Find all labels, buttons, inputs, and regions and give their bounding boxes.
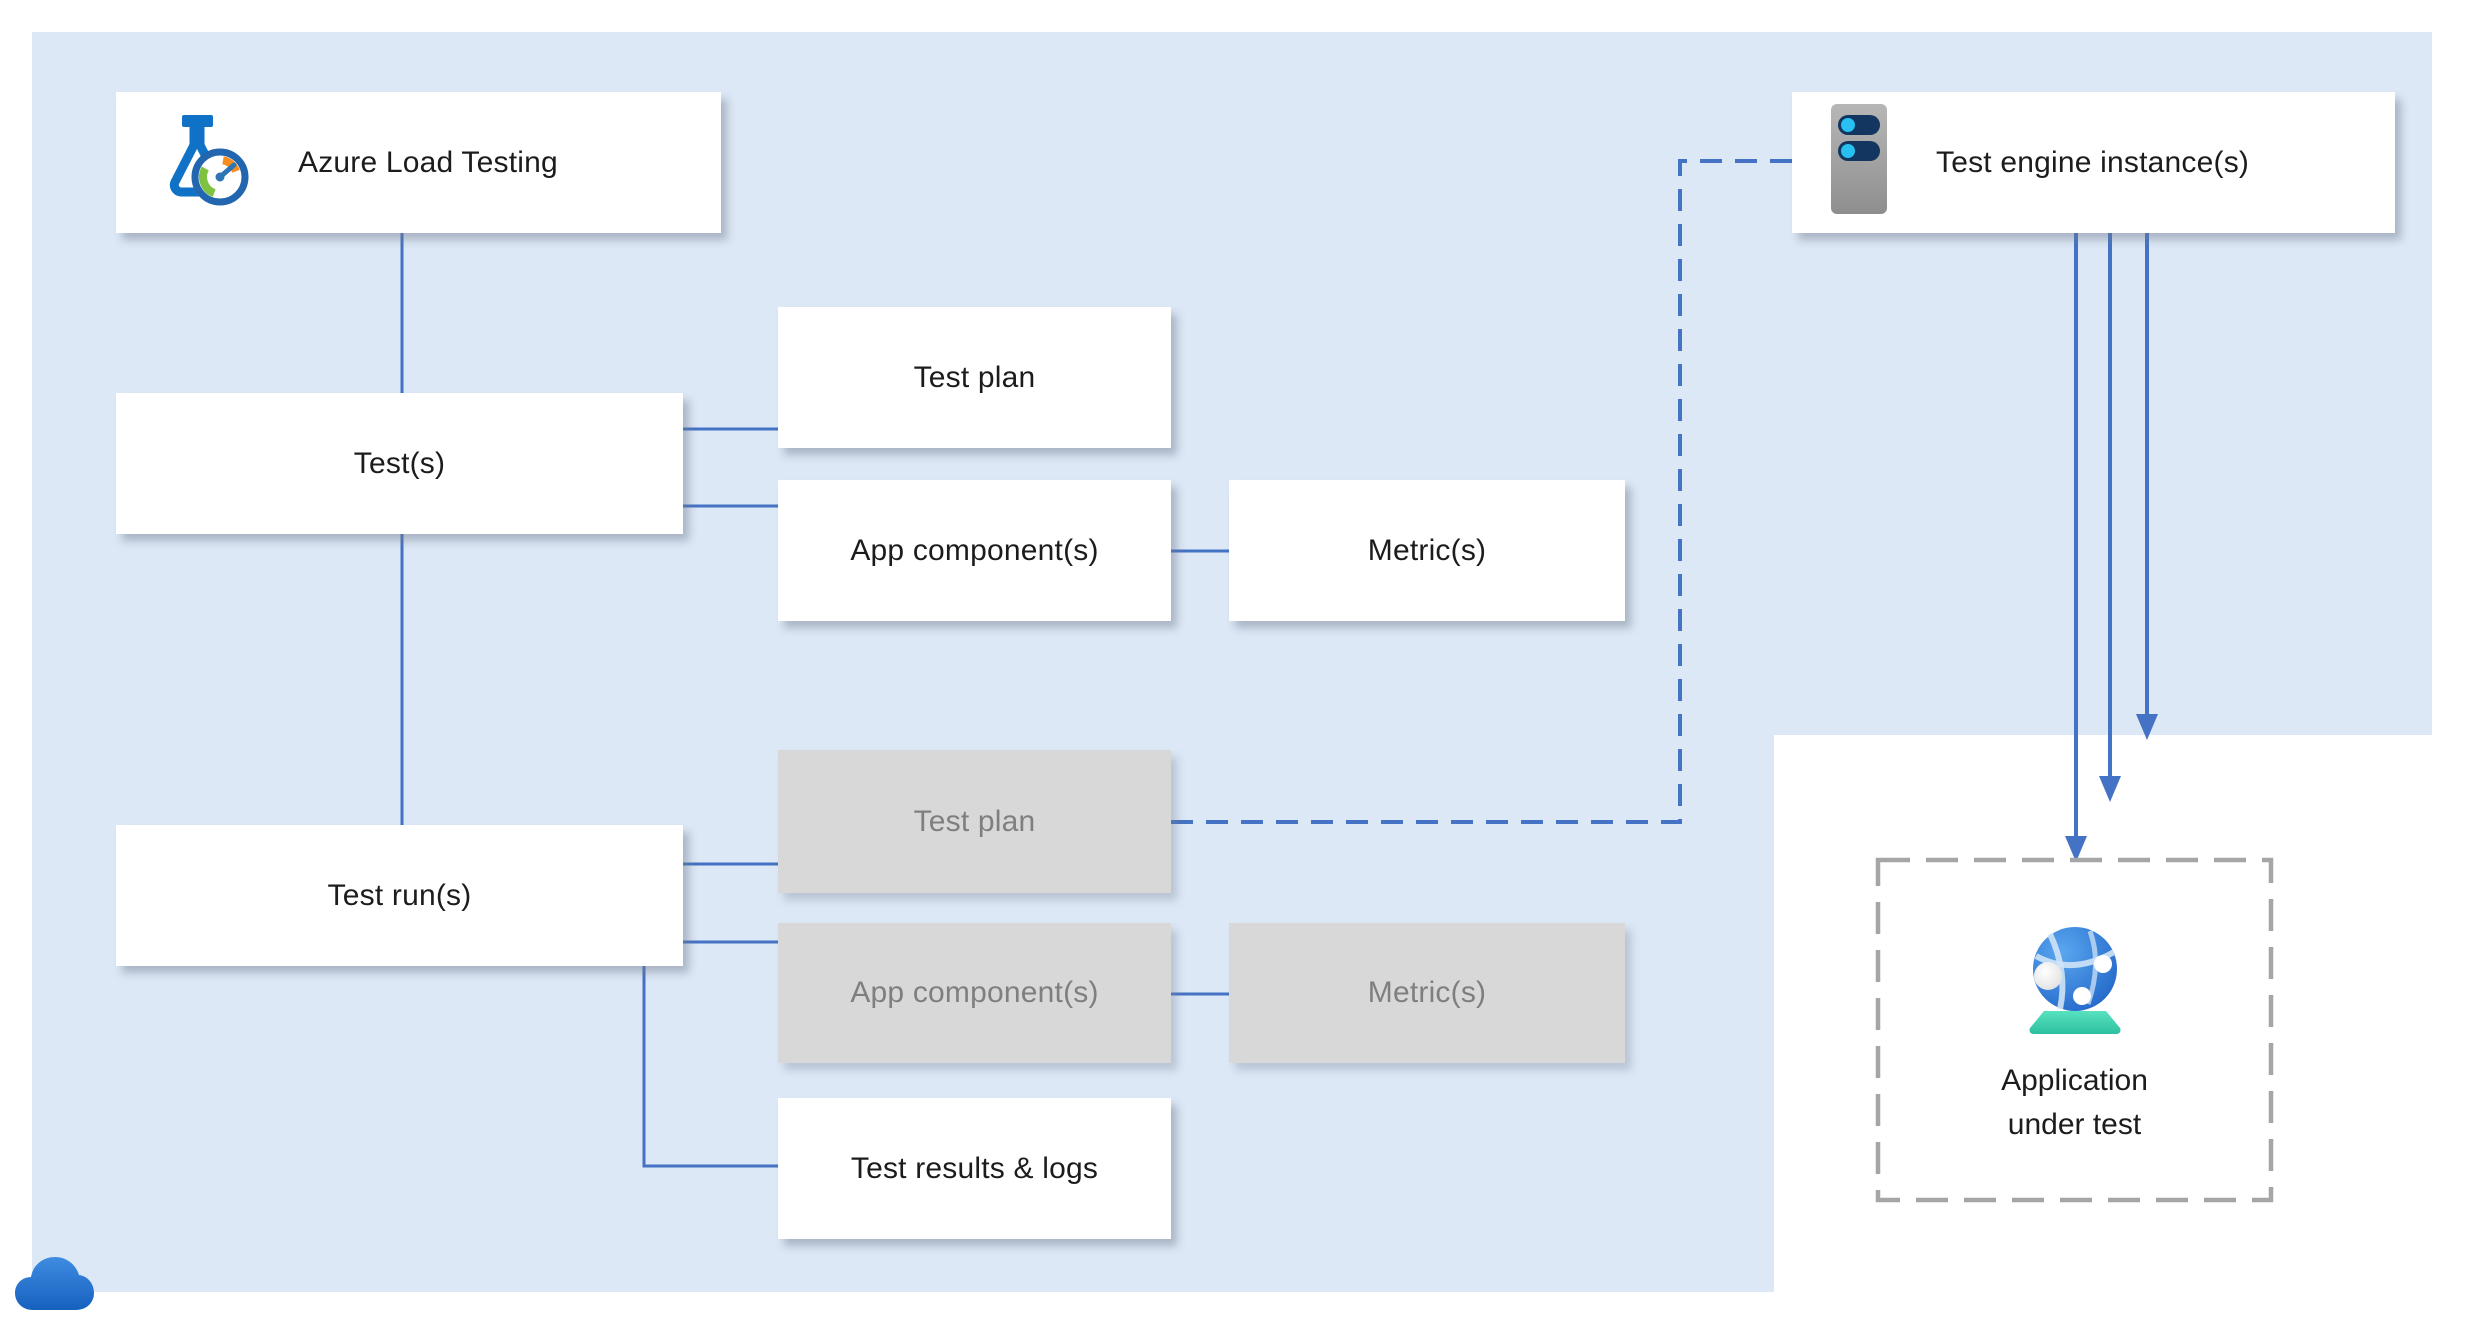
node-application-under-test: Application under test bbox=[1878, 860, 2271, 1200]
node-label: Test plan bbox=[913, 804, 1036, 838]
cloud-icon bbox=[12, 1252, 96, 1316]
node-label: Test run(s) bbox=[327, 878, 472, 912]
node-label: Azure Load Testing bbox=[298, 145, 558, 179]
node-label: Test engine instance(s) bbox=[1936, 145, 2250, 179]
node-azure-load-testing: Azure Load Testing bbox=[116, 92, 721, 233]
node-label: Metric(s) bbox=[1367, 976, 1487, 1009]
node-label: App component(s) bbox=[850, 976, 1099, 1009]
node-metrics-run: Metric(s) bbox=[1229, 923, 1625, 1063]
node-label: Test plan bbox=[913, 360, 1036, 394]
node-app-components-run: App component(s) bbox=[778, 923, 1171, 1063]
node-label: Metric(s) bbox=[1367, 533, 1487, 567]
node-test-plan-run: Test plan bbox=[778, 750, 1171, 893]
app-under-test-line1: Application bbox=[2001, 1064, 2148, 1097]
node-test-results-logs: Test results & logs bbox=[778, 1098, 1171, 1239]
node-label: Test results & logs bbox=[850, 1151, 1099, 1185]
node-label: Test(s) bbox=[353, 446, 446, 480]
node-label: App component(s) bbox=[850, 533, 1099, 567]
node-test-plan: Test plan bbox=[778, 307, 1171, 448]
node-app-components: App component(s) bbox=[778, 480, 1171, 621]
node-test-engine-instances: Test engine instance(s) bbox=[1792, 92, 2395, 233]
web-app-globe-icon bbox=[2010, 914, 2140, 1041]
server-icon bbox=[1830, 103, 1888, 223]
node-tests: Test(s) bbox=[116, 393, 683, 534]
node-test-runs: Test run(s) bbox=[116, 825, 683, 966]
app-under-test-line2: under test bbox=[2007, 1107, 2142, 1141]
load-testing-flask-gauge-icon bbox=[154, 111, 250, 215]
node-metrics: Metric(s) bbox=[1229, 480, 1625, 621]
node-label: Application under test bbox=[2001, 1059, 2148, 1146]
